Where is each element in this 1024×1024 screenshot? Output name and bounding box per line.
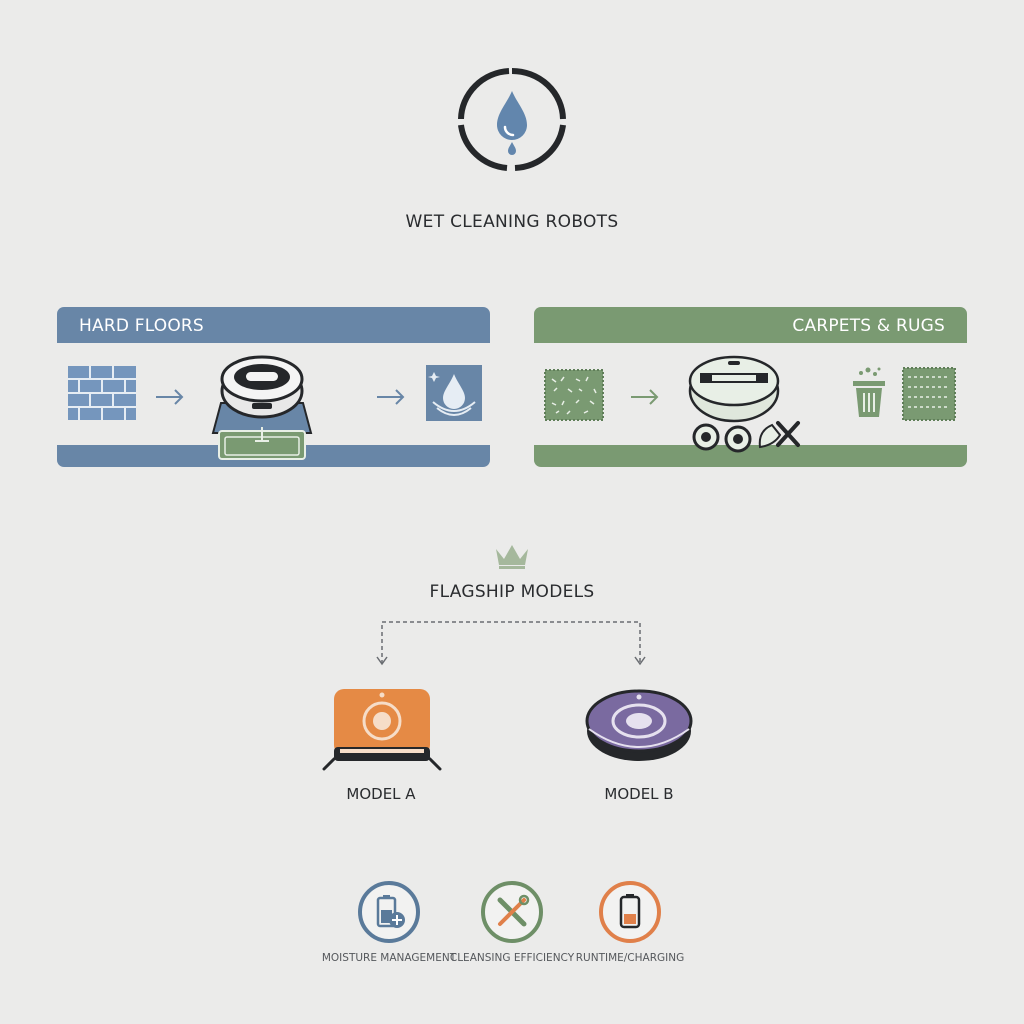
brush-roller-icon: [692, 423, 752, 453]
arrow-right-icon-3: [631, 389, 659, 405]
clean-carpet-icon: [902, 367, 956, 421]
model-b-robot-icon: [585, 689, 693, 761]
crown-icon: [496, 545, 528, 569]
clean-tile-drop-icon: [426, 365, 482, 421]
battery-low-icon: [599, 881, 661, 943]
hard-floors-label: HARD FLOORS: [79, 316, 204, 336]
tools-icon: [481, 881, 543, 943]
tile-floor-icon: [68, 366, 136, 420]
hard-floors-panel: HARD FLOORS: [57, 307, 490, 467]
carpet-icon: [544, 369, 604, 421]
battery-plus-icon: [358, 881, 420, 943]
water-drop-icon: [458, 68, 566, 171]
arrow-right-icon: [156, 389, 184, 405]
carpet-robot-icon: [688, 355, 800, 453]
feature-label-moisture: MOISTURE MANAGEMENT: [321, 952, 457, 964]
model-b-label: MODEL B: [604, 785, 674, 803]
connector-lines: [376, 621, 646, 666]
carpets-panel: CARPETS & RUGS: [534, 307, 967, 467]
arrow-right-icon-2: [377, 389, 405, 405]
model-a-robot-icon: [322, 689, 442, 771]
model-a-label: MODEL A: [346, 785, 416, 803]
page-title: WET CLEANING ROBOTS: [405, 212, 619, 232]
carpets-label: CARPETS & RUGS: [792, 316, 945, 336]
robot-mop-station-icon: [211, 355, 313, 460]
feature-label-runtime: RUNTIME/CHARGING: [575, 952, 685, 964]
flagship-title: FLAGSHIP MODELS: [429, 582, 595, 602]
trash-bin-icon: [853, 367, 885, 417]
feature-label-cleansing: CLEANSING EFFICIENCY: [449, 952, 575, 964]
